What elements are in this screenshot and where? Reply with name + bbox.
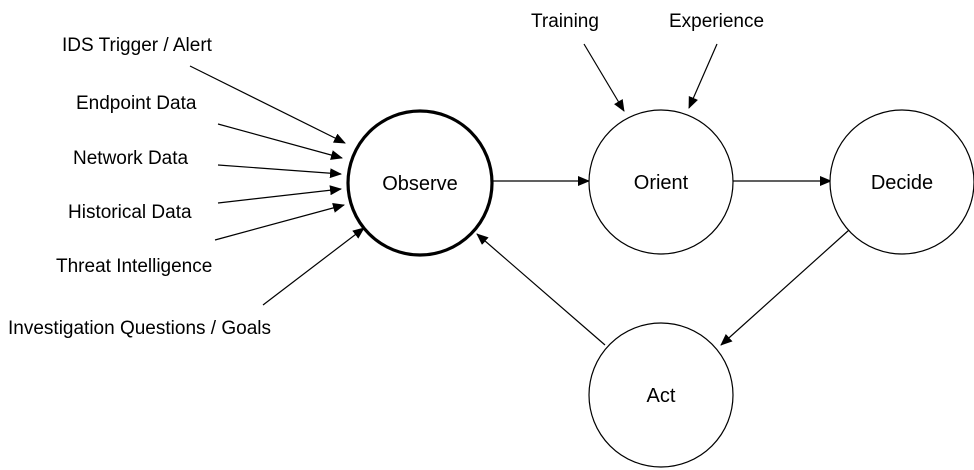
input-label-network-data: Network Data (73, 148, 189, 169)
observe-label: Observe (382, 173, 458, 195)
arrow-historical-to-observe (217, 185, 342, 204)
input-label-experience: Experience (669, 11, 764, 32)
arrow-network-to-observe (217, 164, 342, 179)
input-label-training: Training (531, 11, 599, 32)
orient-node: Orient (588, 109, 734, 255)
arrow-decide-to-act (720, 229, 850, 346)
arrow-threat-intel-to-observe (214, 203, 345, 241)
input-label-ids-trigger: IDS Trigger / Alert (62, 35, 213, 56)
observe-node: Observe (346, 109, 494, 257)
decide-node: Decide (829, 109, 974, 255)
arrow-act-to-observe (476, 233, 606, 346)
orient-label: Orient (634, 172, 689, 194)
input-label-investigation-goals: Investigation Questions / Goals (8, 318, 271, 339)
arrow-investigation-to-observe (262, 227, 365, 306)
input-label-endpoint-data: Endpoint Data (76, 93, 197, 114)
arrow-ids-to-observe (189, 65, 346, 144)
arrow-experience-to-orient (688, 43, 718, 109)
arrow-training-to-orient (583, 43, 625, 112)
input-label-historical-data: Historical Data (68, 202, 192, 223)
arrow-endpoint-to-observe (217, 123, 343, 160)
act-node: Act (588, 322, 734, 468)
decide-label: Decide (871, 172, 933, 194)
input-label-threat-intelligence: Threat Intelligence (56, 256, 212, 277)
act-label: Act (647, 385, 676, 407)
